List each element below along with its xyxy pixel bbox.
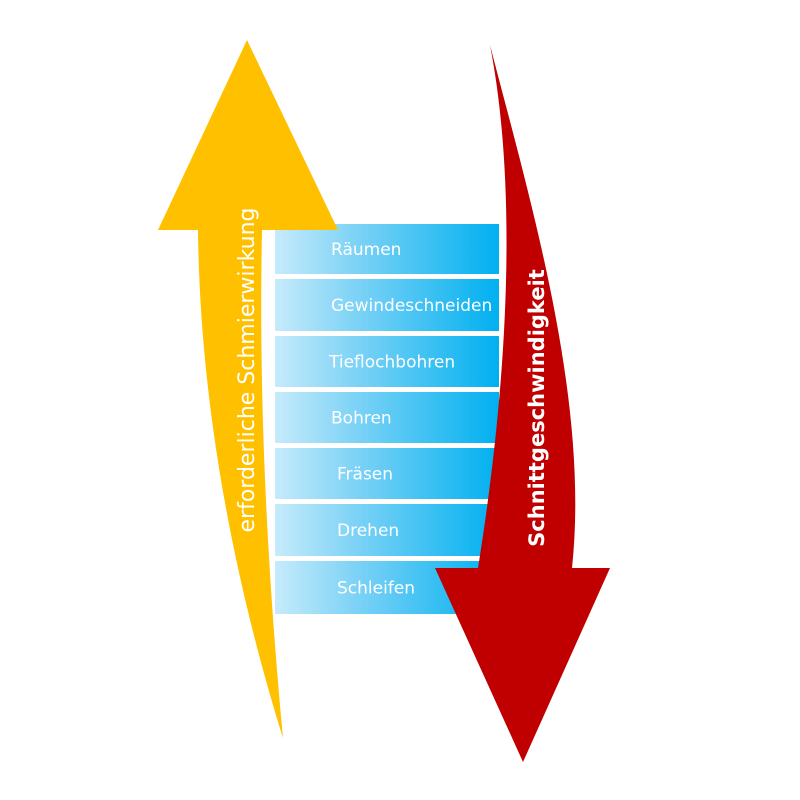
left-arrow-label: erforderliche Schmierwirkung bbox=[235, 208, 260, 533]
process-block-gewindeschneiden bbox=[275, 279, 499, 331]
process-block-raeumen bbox=[275, 224, 499, 274]
process-block-tieflochbohren bbox=[275, 336, 499, 387]
process-label-tieflochbohren: Tieflochbohren bbox=[328, 353, 455, 373]
arrow-down-icon bbox=[435, 45, 610, 762]
process-label-raeumen: Räumen bbox=[331, 240, 401, 260]
process-label-schleifen: Schleifen bbox=[337, 579, 415, 599]
process-label-drehen: Drehen bbox=[337, 521, 399, 541]
process-label-fraesen: Fräsen bbox=[337, 465, 393, 485]
process-block-fraesen bbox=[275, 448, 499, 499]
right-arrow-label: Schnittgeschwindigkeit bbox=[525, 269, 549, 547]
process-stack: RäumenGewindeschneidenTieflochbohrenBohr… bbox=[275, 224, 499, 614]
arrow-up-icon bbox=[158, 40, 338, 738]
process-block-drehen bbox=[275, 504, 499, 556]
process-label-bohren: Bohren bbox=[331, 409, 392, 429]
process-block-bohren bbox=[275, 392, 499, 443]
process-label-gewindeschneiden: Gewindeschneiden bbox=[331, 296, 492, 316]
